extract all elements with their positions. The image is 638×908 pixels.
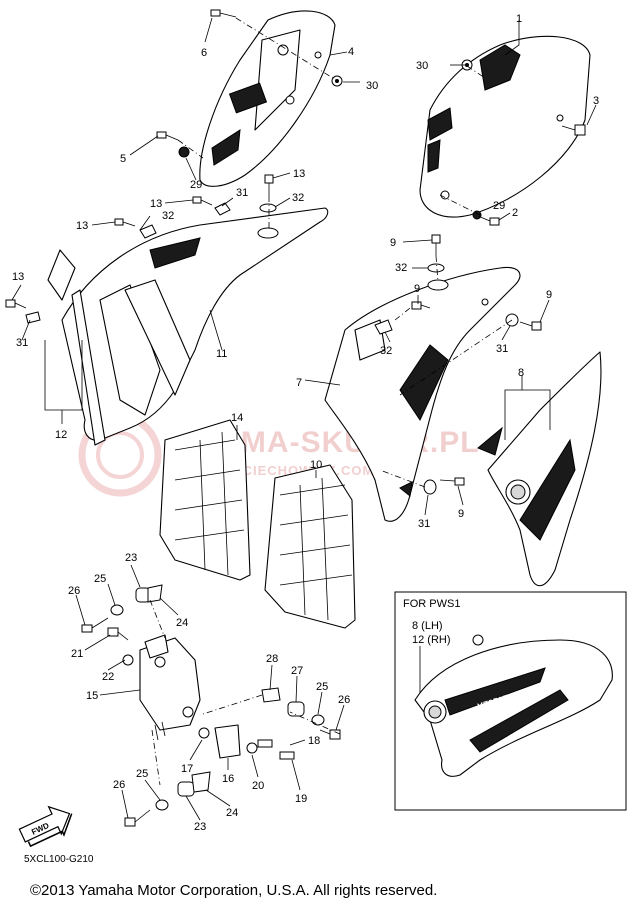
callout-3: 3 <box>593 95 599 107</box>
watermark-sub: WOJCIECHOWICZ.COM.PL <box>210 463 398 478</box>
watermark: YAMA-SKUTER.PL WOJCIECHOWICZ.COM.PL <box>78 413 480 497</box>
radiator-louver-left <box>159 419 251 581</box>
callout-20: 20 <box>252 780 264 792</box>
callout-13c: 13 <box>76 220 88 232</box>
radiator-shroud-left <box>47 207 329 446</box>
callout-31b: 31 <box>16 337 28 349</box>
callout-15: 15 <box>86 690 98 702</box>
callout-32c: 32 <box>395 262 407 274</box>
callout-13d: 13 <box>12 271 24 283</box>
side-cover-right <box>419 35 591 218</box>
diagram-code: 5XCL100-G210 <box>24 854 94 865</box>
graphic-panel-right <box>487 351 602 587</box>
inset-title: FOR PWS1 <box>403 598 460 610</box>
callout-13b: 13 <box>150 198 162 210</box>
callout-11: 11 <box>216 348 227 360</box>
callout-5: 5 <box>120 153 126 165</box>
radiator-louver-right <box>264 464 356 629</box>
callout-numbers: 1 2 3 4 5 6 7 8 9 9 9 9 10 11 12 13 13 1… <box>12 13 599 833</box>
inset-pws1: FOR PWS1 8 (LH) 12 (RH) YZ250F <box>394 591 627 811</box>
callout-24a: 24 <box>176 617 188 629</box>
callout-24b: 24 <box>226 807 238 819</box>
callout-26c: 26 <box>113 779 125 791</box>
callout-12: 12 <box>55 429 67 441</box>
callout-21: 21 <box>71 648 83 660</box>
callout-14: 14 <box>231 412 243 424</box>
callout-30b: 30 <box>416 60 428 72</box>
callout-29a: 29 <box>190 179 202 191</box>
callout-17: 17 <box>181 763 193 775</box>
watermark-main: YAMA-SKUTER.PL <box>200 426 480 459</box>
callout-23a: 23 <box>125 552 137 564</box>
callout-1: 1 <box>516 13 522 25</box>
callout-31c: 31 <box>496 343 508 355</box>
callout-23b: 23 <box>194 821 206 833</box>
callout-29b: 29 <box>493 200 505 212</box>
callout-13a: 13 <box>293 168 305 180</box>
leader-lines <box>11 17 597 821</box>
callout-30a: 30 <box>366 80 378 92</box>
callout-25c: 25 <box>136 768 148 780</box>
callout-9d: 9 <box>458 508 464 520</box>
alignment-lines <box>149 17 513 786</box>
callout-9a: 9 <box>390 237 396 249</box>
callout-32d: 32 <box>380 345 392 357</box>
callout-19: 19 <box>295 793 307 805</box>
side-cover-left <box>199 10 336 187</box>
callout-8: 8 <box>518 367 524 379</box>
callout-27: 27 <box>291 665 303 677</box>
callout-6: 6 <box>201 47 207 59</box>
hardware <box>5 9 586 827</box>
callout-31a: 31 <box>236 187 248 199</box>
callout-26b: 26 <box>338 694 350 706</box>
callout-18: 18 <box>308 735 320 747</box>
copyright-notice: ©2013 Yamaha Motor Corporation, U.S.A. A… <box>30 882 437 899</box>
callout-2: 2 <box>512 207 518 219</box>
callout-10: 10 <box>310 459 322 471</box>
callout-25a: 25 <box>94 573 106 585</box>
inset-line-2: 12 (RH) <box>412 634 451 646</box>
callout-25b: 25 <box>316 681 328 693</box>
callout-16: 16 <box>222 773 234 785</box>
fwd-arrow-icon: FWD <box>18 805 73 848</box>
callout-26a: 26 <box>68 585 80 597</box>
coolant-reservoir <box>139 634 201 741</box>
callout-32a: 32 <box>292 192 304 204</box>
callout-32b: 32 <box>162 210 174 222</box>
callout-9b: 9 <box>414 283 420 295</box>
callout-22: 22 <box>102 671 114 683</box>
callout-4: 4 <box>348 46 354 58</box>
callout-7: 7 <box>296 377 302 389</box>
inset-line-1: 8 (LH) <box>412 620 443 632</box>
callout-31d: 31 <box>418 518 430 530</box>
callout-9c: 9 <box>546 289 552 301</box>
callout-28: 28 <box>266 653 278 665</box>
